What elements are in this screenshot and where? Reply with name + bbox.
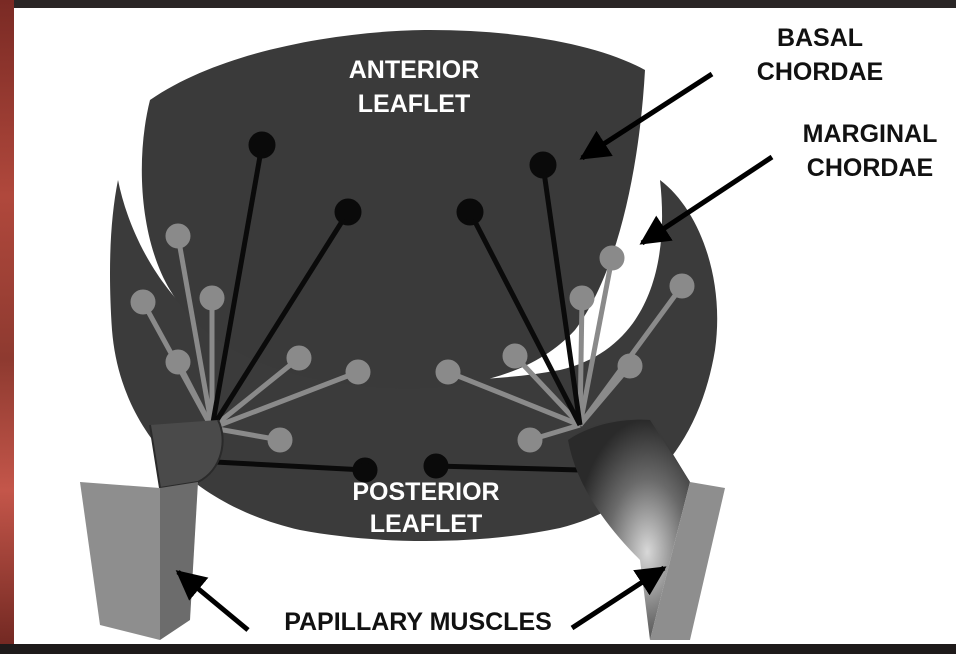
papillary-muscle-right <box>568 419 725 640</box>
marginal-chordae-label-line2: CHORDAE <box>807 154 933 182</box>
basal-chordae-label-line1: BASAL <box>777 24 863 52</box>
papillary-muscles-label: PAPILLARY MUSCLES <box>284 608 552 636</box>
posterior-leaflet-label-line1: POSTERIOR <box>352 478 499 506</box>
marginal-chordae-arrow <box>642 157 772 243</box>
bottom-border <box>0 644 956 654</box>
diagram-canvas: ANTERIOR LEAFLET POSTERIOR LEAFLET BASAL… <box>14 8 956 644</box>
marginal-chordae-label-line1: MARGINAL <box>803 120 938 148</box>
left-border-texture <box>0 0 14 654</box>
papillary-muscle-left <box>80 420 223 640</box>
anterior-leaflet-label-line1: ANTERIOR <box>349 56 480 84</box>
basal-chordae-label-line2: CHORDAE <box>757 58 883 86</box>
top-border <box>0 0 956 8</box>
mitral-valve-diagram: ANTERIOR LEAFLET POSTERIOR LEAFLET BASAL… <box>14 8 956 644</box>
anterior-leaflet-label-line2: LEAFLET <box>358 90 471 118</box>
posterior-leaflet-label-line2: LEAFLET <box>370 510 483 538</box>
